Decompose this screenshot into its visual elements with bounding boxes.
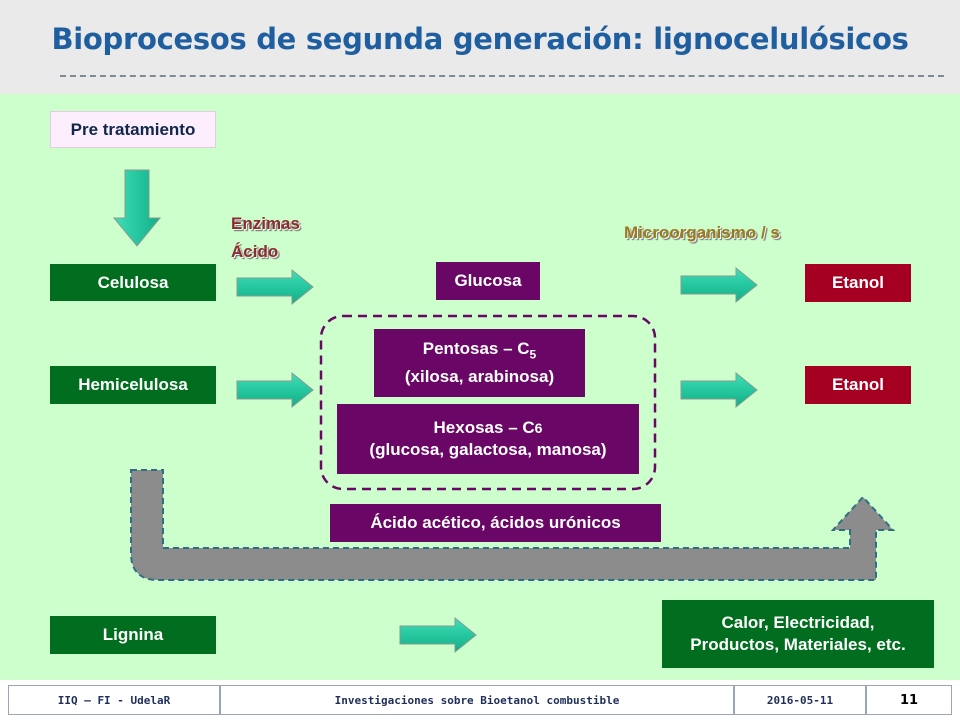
productos-box: Calor, Electricidad, Productos, Material… — [662, 600, 934, 668]
pentosas-box: Pentosas – C5 (xilosa, arabinosa) — [374, 329, 585, 397]
arrow-hemicelulosa-sugars-icon — [236, 371, 314, 409]
glucosa-box: Glucosa — [436, 262, 540, 300]
celulosa-box: Celulosa — [50, 264, 216, 301]
arrow-glucosa-etanol-icon — [680, 266, 758, 304]
productos-line1: Calor, Electricidad, — [721, 613, 875, 632]
etanol-box-1: Etanol — [805, 264, 911, 302]
footer: IIQ – FI - UdelaR Investigaciones sobre … — [0, 680, 960, 720]
hexosas-line1: Hexosas – C6 — [434, 417, 543, 439]
pretratamiento-box: Pre tratamiento — [50, 111, 216, 148]
microorganismo-label: Microorganismo / s — [624, 223, 780, 242]
hexosas-box: Hexosas – C6 (glucosa, galactosa, manosa… — [337, 404, 639, 474]
acido-label: Ácido — [231, 242, 279, 261]
page-number: 11 — [866, 685, 952, 715]
enzimas-label: Enzimas — [231, 214, 300, 233]
pentosas-subscript: 5 — [529, 347, 537, 362]
lignina-box: Lignina — [50, 616, 216, 654]
etanol-box-2: Etanol — [805, 366, 911, 404]
productos-line2: Productos, Materiales, etc. — [690, 635, 906, 654]
title-divider — [60, 75, 944, 77]
diagram-arrows — [112, 169, 896, 654]
header: Bioprocesos de segunda generación: ligno… — [0, 0, 960, 94]
recycle-arrow-icon — [130, 469, 896, 581]
page-title: Bioprocesos de segunda generación: ligno… — [51, 22, 909, 56]
footer-date: 2016-05-11 — [734, 685, 866, 715]
acido-acetico-box: Ácido acético, ácidos urónicos — [330, 504, 661, 542]
sugars-group-outline — [319, 314, 657, 491]
arrow-celulosa-glucosa-icon — [236, 268, 314, 306]
pentosas-line1: Pentosas – C5 — [423, 338, 536, 365]
hexosas-line2: (glucosa, galactosa, manosa) — [369, 440, 607, 459]
hexosas-subscript: 6 — [534, 420, 543, 436]
arrow-lignina-productos-icon — [399, 616, 477, 654]
down-arrow-icon — [112, 169, 162, 247]
hexosas-name: Hexosas – C — [433, 418, 535, 437]
hemicelulosa-box: Hemicelulosa — [50, 366, 216, 404]
footer-topic: Investigaciones sobre Bioetanol combusti… — [220, 685, 734, 715]
arrow-sugars-etanol-icon — [680, 371, 758, 409]
footer-institution: IIQ – FI - UdelaR — [8, 685, 220, 715]
pentosas-line2: (xilosa, arabinosa) — [404, 366, 555, 386]
pentosas-name: Pentosas – C — [422, 339, 530, 359]
